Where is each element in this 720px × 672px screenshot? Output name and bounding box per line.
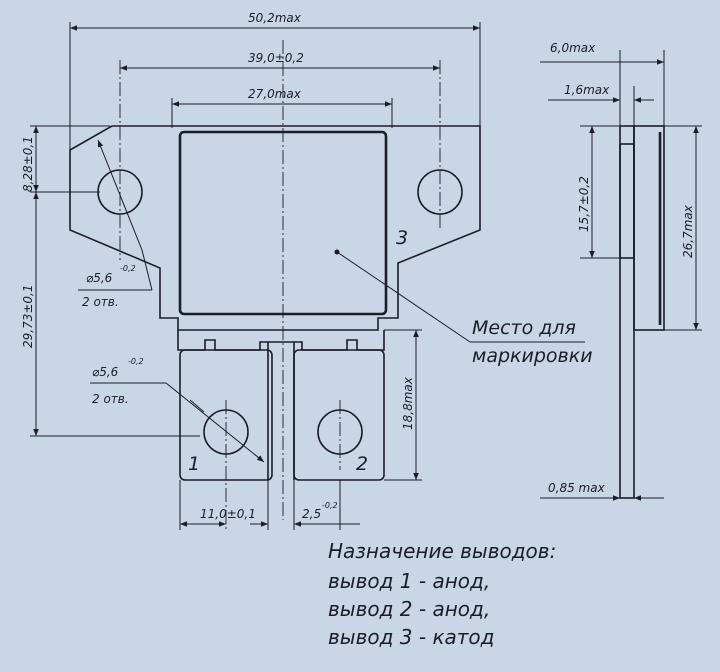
label-hole-dia-lead: ⌀5,6 <box>92 365 119 379</box>
label-overall-width: 50,2max <box>248 11 302 25</box>
callout-labels: 1 2 3 Место для маркировки <box>188 227 593 475</box>
leader-hole-top <box>97 139 143 251</box>
label-lead-spacing: 11,0±0,1 <box>200 507 256 521</box>
label-hole-count-lead: 2 отв. <box>92 392 129 406</box>
terminal-1-label: 1 <box>188 453 200 475</box>
marking-label-line2: маркировки <box>472 345 593 367</box>
label-lead-thickness: 0,85 max <box>548 481 606 495</box>
pinout-row-2: вывод 2 - анод, <box>328 597 490 621</box>
marking-label-line1: Место для <box>472 317 576 339</box>
label-hole-dia-top: ⌀5,6 <box>86 271 113 285</box>
label-side-total: 6,0max <box>550 41 596 55</box>
label-total-height: 29,73±0,1 <box>21 285 35 349</box>
label-hole-count-top: 2 отв. <box>82 295 119 309</box>
pinout-notes: Назначение выводов: вывод 1 - анод, выво… <box>328 539 556 649</box>
center-lead <box>267 342 295 480</box>
label-top-offset: 8,28±0,1 <box>21 136 35 192</box>
label-hole-tol-lead: -0,2 <box>128 357 144 366</box>
leader-hole-lead <box>165 382 265 463</box>
front-view <box>69 40 481 530</box>
terminal-2-label: 2 <box>356 453 368 475</box>
side-lead <box>619 125 635 499</box>
dimension-labels: 50,2max 39,0±0,2 27,0max 8,28±0,1 29,73±… <box>21 11 695 521</box>
side-flange <box>619 143 635 259</box>
label-side-body: 15,7±0,2 <box>577 176 591 232</box>
flange-outline <box>69 125 481 331</box>
terminal-base <box>177 330 385 351</box>
label-side-height: 26,7max <box>681 204 695 258</box>
label-hole-tol-top: -0,2 <box>120 264 136 273</box>
pinout-row-3: вывод 3 - катод <box>328 625 495 649</box>
label-side-flange: 1,6max <box>564 83 610 97</box>
side-view <box>540 50 702 501</box>
lead-2 <box>293 349 385 481</box>
label-hole-spacing: 39,0±0,2 <box>248 51 304 65</box>
label-slot-width: 2,5 <box>302 507 321 521</box>
pinout-title: Назначение выводов: <box>328 539 556 563</box>
pinout-row-1: вывод 1 - анод, <box>328 569 490 593</box>
dimension-lines <box>33 25 585 527</box>
leader-marking <box>336 251 471 343</box>
terminal-3-label: 3 <box>396 227 408 249</box>
label-body-width: 27,0max <box>248 87 302 101</box>
label-lead-length: 18,8max <box>401 376 415 430</box>
label-slot-tol: -0,2 <box>322 501 338 510</box>
